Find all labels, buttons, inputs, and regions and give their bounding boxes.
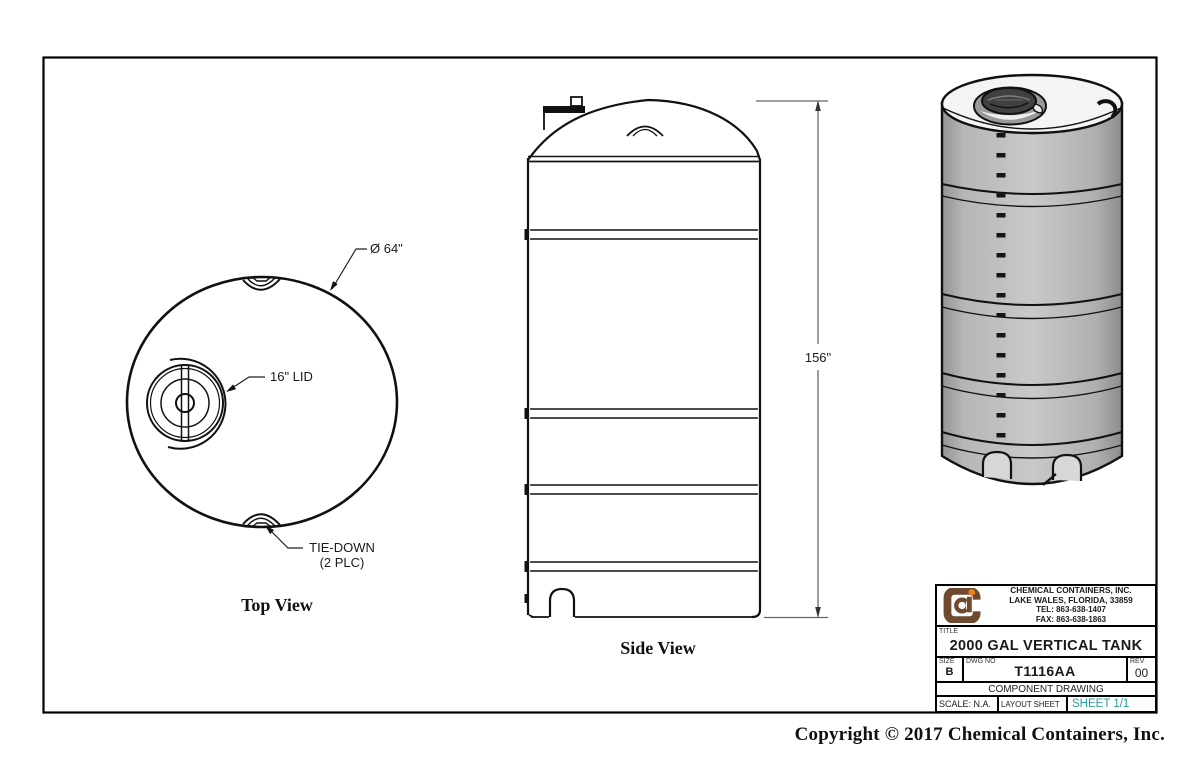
dwg-no-value: T1116AA bbox=[1014, 663, 1076, 680]
title-block-number-row: SIZE B DWG NO T1116AA REV 00 bbox=[937, 658, 1155, 683]
title-block-title-row: TITLE 2000 GAL VERTICAL TANK bbox=[937, 627, 1155, 659]
company-name: CHEMICAL CONTAINERS, INC. bbox=[1010, 585, 1132, 596]
sheet-border bbox=[42, 56, 1158, 714]
iso-bottom-arches bbox=[981, 450, 1083, 486]
tie-down-annotation: TIE-DOWN bbox=[309, 540, 375, 555]
title-block-scale-row: SCALE: N.A. LAYOUT SHEET SHEET 1/1 bbox=[937, 697, 1155, 711]
rev-label: REV bbox=[1130, 658, 1145, 666]
lid-top-view bbox=[146, 357, 227, 450]
iso-grooves bbox=[941, 183, 1123, 459]
title-block-company-row: CHEMICAL CONTAINERS, INC. LAKE WALES, FL… bbox=[937, 586, 1155, 627]
company-tel: TEL: 863-638-1407 bbox=[1036, 605, 1106, 615]
top-view-drawing bbox=[125, 248, 399, 549]
diameter-annotation: Ø 64" bbox=[370, 241, 403, 256]
side-view-drawing bbox=[524, 96, 828, 619]
size-cell: SIZE B bbox=[937, 658, 964, 681]
drawing-type: COMPONENT DRAWING bbox=[937, 683, 1155, 697]
drawing-title: 2000 GAL VERTICAL TANK bbox=[949, 637, 1143, 654]
copyright-notice: Copyright © 2017 Chemical Containers, In… bbox=[794, 724, 1165, 745]
iso-tie-down-hook bbox=[1096, 99, 1118, 119]
company-fax: FAX: 863-638-1863 bbox=[1035, 614, 1107, 624]
title-label: TITLE bbox=[939, 627, 959, 635]
layout-sheet-label: LAYOUT SHEET bbox=[999, 697, 1068, 711]
leader-arrowheads bbox=[226, 281, 338, 535]
rev-value: 00 bbox=[1134, 666, 1149, 681]
height-annotation: 156" bbox=[805, 350, 832, 365]
company-info: CHEMICAL CONTAINERS, INC. LAKE WALES, FL… bbox=[991, 586, 1155, 624]
rev-cell: REV 00 bbox=[1128, 658, 1155, 681]
tie-down-qty-annotation: (2 PLC) bbox=[320, 555, 365, 570]
dimension-arrowheads bbox=[815, 100, 821, 618]
company-logo bbox=[937, 587, 991, 623]
dwg-no-cell: DWG NO T1116AA bbox=[964, 658, 1128, 681]
lid-annotation: 16" LID bbox=[270, 369, 313, 384]
cci-logo-icon bbox=[943, 587, 985, 623]
dwg-no-label: DWG NO bbox=[966, 658, 996, 666]
top-view-label: Top View bbox=[241, 595, 313, 615]
side-view-label: Side View bbox=[620, 638, 696, 658]
iso-lid bbox=[973, 86, 1047, 126]
size-value: B bbox=[945, 666, 954, 679]
dimension-lines bbox=[756, 100, 828, 619]
leader-lines bbox=[228, 248, 367, 549]
scale-value: SCALE: N.A. bbox=[937, 697, 999, 711]
title-block: CHEMICAL CONTAINERS, INC. LAKE WALES, FL… bbox=[935, 584, 1157, 713]
sheet-number: SHEET 1/1 bbox=[1072, 698, 1130, 710]
size-label: SIZE bbox=[939, 658, 955, 666]
body-bands bbox=[530, 229, 758, 572]
company-address: LAKE WALES, FLORIDA, 33859 bbox=[1009, 594, 1133, 605]
iso-view-drawing bbox=[940, 73, 1124, 486]
